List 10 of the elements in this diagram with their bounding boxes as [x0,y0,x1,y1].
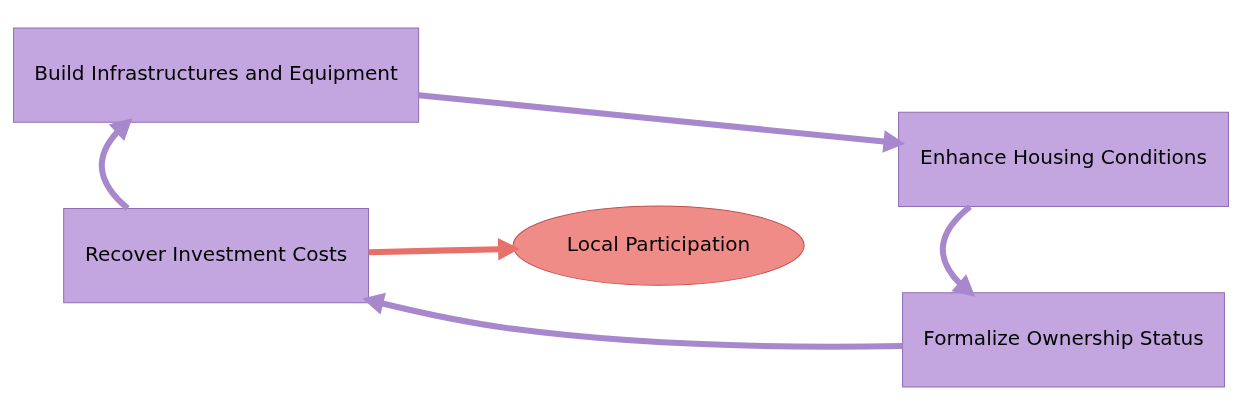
node-ellipse: Local Participation [512,205,805,286]
node-box: Recover Investment Costs [62,207,369,303]
node-box: Enhance Housing Conditions [897,111,1229,207]
node-box: Build Infrastructures and Equipment [12,27,419,123]
arrow [98,117,132,211]
arrow [368,237,520,261]
arrow [418,91,905,153]
arrow [939,203,975,297]
node-box: Formalize Ownership Status [901,291,1225,387]
arrow [361,292,902,350]
